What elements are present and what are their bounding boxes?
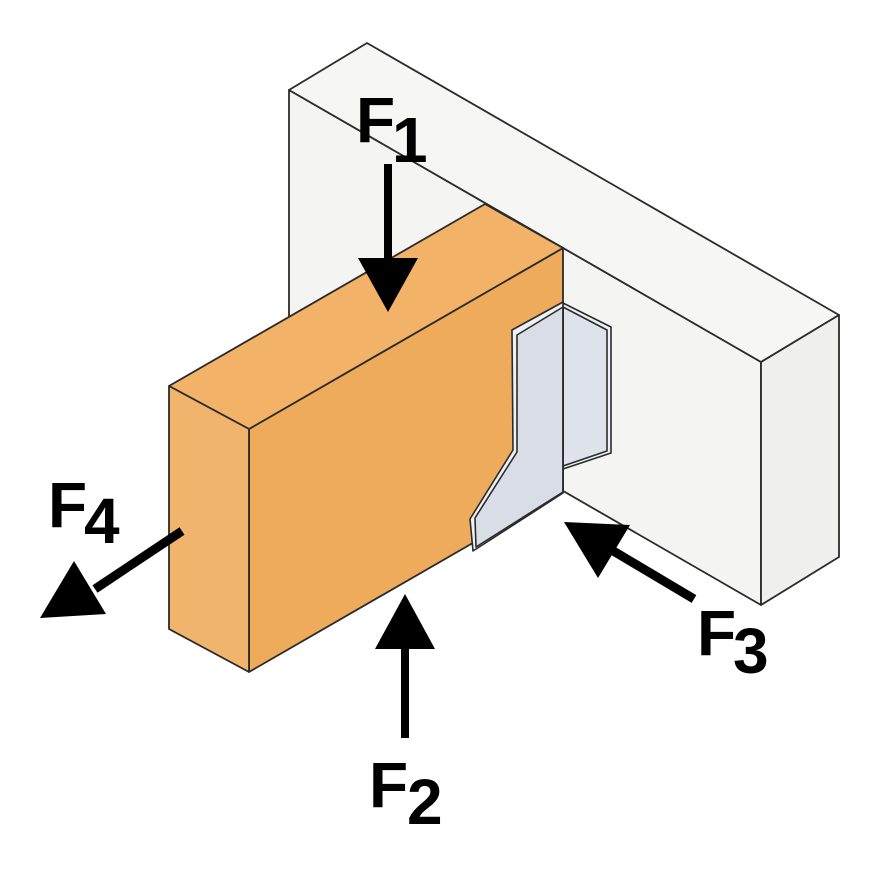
- force-arrow-f2: [375, 594, 435, 738]
- force-label-f3-base: F: [697, 597, 736, 669]
- hanger-flange: [562, 306, 608, 467]
- force-label-f2-sub: 2: [407, 766, 443, 838]
- joist: [168, 203, 564, 673]
- force-arrow-f4: [40, 527, 185, 618]
- force-label-f2-base: F: [369, 749, 408, 821]
- force-arrow-f1: [358, 164, 418, 312]
- joist-hanger: [469, 301, 612, 552]
- force-arrow-f4-stem: [92, 527, 185, 593]
- header-beam-end-face: [760, 314, 840, 606]
- force-label-f4-sub: 4: [84, 485, 120, 557]
- force-arrow-f3-stem: [607, 545, 697, 603]
- force-labels: F 1 F 2 F 3 F 4: [48, 84, 769, 838]
- force-label-f4-base: F: [48, 469, 87, 541]
- force-arrow-f2-stem: [401, 648, 409, 738]
- force-arrow-f2-head: [375, 594, 435, 649]
- force-arrow-f3: [564, 522, 697, 603]
- force-arrows: [40, 164, 697, 738]
- force-arrow-f4-head: [40, 561, 106, 618]
- force-label-f1-base: F: [356, 84, 395, 156]
- force-arrow-f1-head: [358, 258, 418, 312]
- force-label-f1-sub: 1: [392, 104, 428, 176]
- force-arrow-f3-head: [564, 522, 630, 578]
- force-arrow-f1-stem: [384, 164, 392, 262]
- joist-end-face: [168, 385, 250, 673]
- force-label-f3-sub: 3: [733, 615, 769, 687]
